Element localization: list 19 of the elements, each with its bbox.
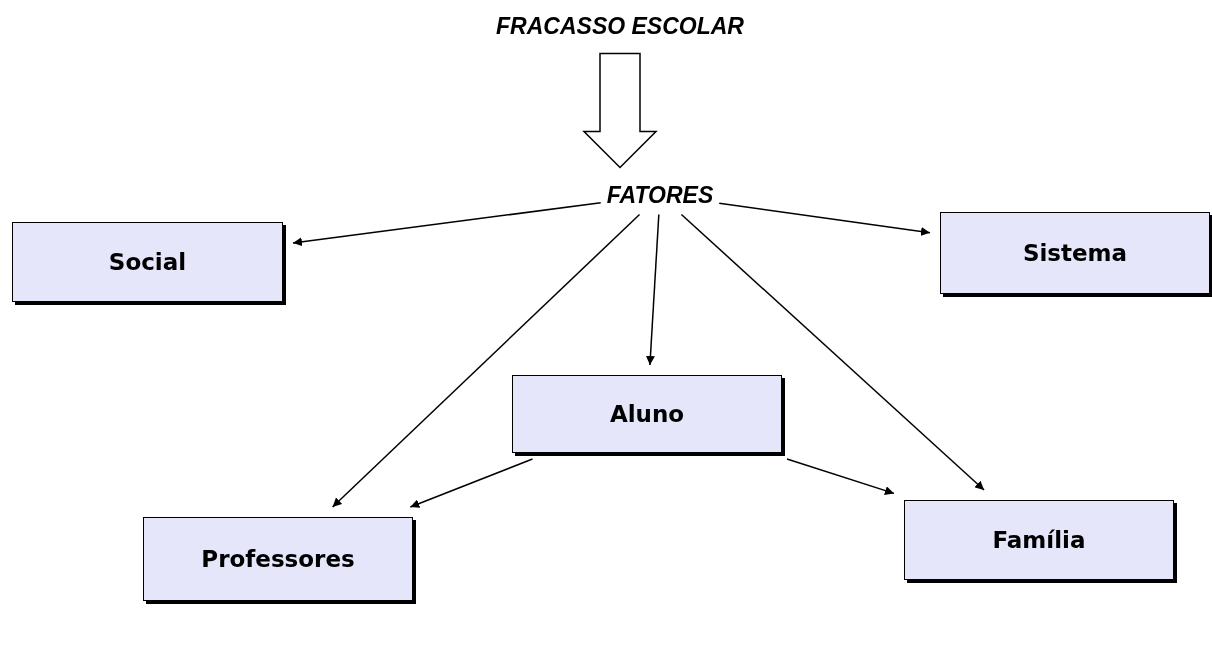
label-box (143, 517, 413, 601)
arrow (645, 213, 660, 366)
arrow (331, 213, 641, 508)
box-label: Aluno (609, 401, 685, 427)
block-arrow (582, 52, 658, 169)
arrow (409, 458, 534, 508)
label-box (12, 222, 283, 302)
arrow (718, 202, 931, 236)
arrow (680, 213, 985, 491)
label-box (940, 212, 1210, 294)
box-label: Família (992, 527, 1086, 553)
heading-text: FATORES (606, 181, 714, 209)
box-label: Professores (201, 546, 355, 572)
arrow (292, 202, 602, 247)
label-box (904, 500, 1174, 580)
heading-text: FRACASSO ESCOLAR (496, 12, 744, 40)
label-box (512, 375, 782, 453)
box-label: Social (108, 249, 187, 275)
box-label: Sistema (1022, 240, 1128, 266)
